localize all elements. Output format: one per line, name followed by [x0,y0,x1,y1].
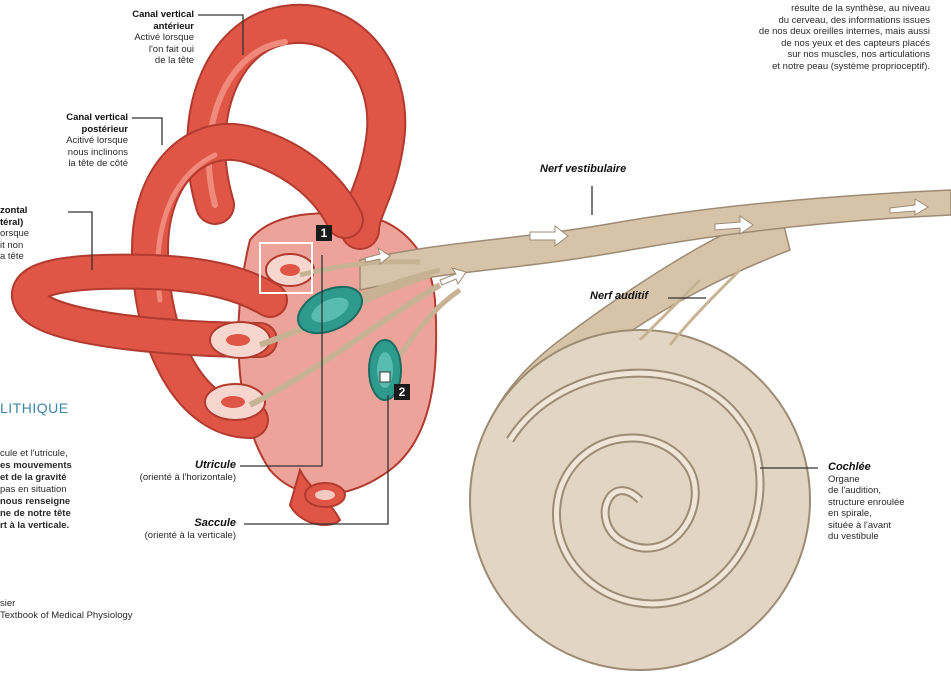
intro-line-3: de nos deux oreilles internes, mais auss… [690,26,930,38]
label-canal-horizontal: zontal téral) orsque it non a tête [0,205,64,263]
label-utricule: Utricule (orienté à l'horizontale) [100,460,236,483]
canal-anterieur-desc-1: Activé lorsque [80,32,194,44]
highlight-box-small [380,372,390,382]
canal-posterieur-title-1: Canal vertical [20,112,128,124]
intro-text: résulte de la synthèse, au niveau du cer… [690,3,930,72]
cochlee-desc-5: située à l'avant [828,520,948,532]
canal-anterieur-title-2: antérieur [80,21,194,33]
section-line-6: ne de notre tête [0,508,110,520]
cochlea-shape [470,210,810,670]
nerf-vestibulaire-title: Nerf vestibulaire [540,163,626,175]
intro-line-4: de nos yeux et des capteurs placés [690,38,930,50]
canal-posterieur-title-2: postérieur [20,124,128,136]
intro-line-1: résulte de la synthèse, au niveau [690,3,930,15]
canal-posterieur-desc-2: nous inclinons [20,147,128,159]
section-line-1: cule et l'utricule, [0,448,110,460]
canal-posterieur-desc-3: la tête de côté [20,158,128,170]
canal-horizontal-desc-2: it non [0,240,64,252]
utricule-title: Utricule [100,460,236,472]
label-canal-anterieur: Canal vertical antérieur Activé lorsque … [80,9,194,67]
canal-horizontal-title-1: zontal [0,205,64,217]
canal-anterieur-desc-3: de la tête [80,55,194,67]
cochlee-desc-1: Organe [828,474,948,486]
canal-horizontal-desc-1: orsque [0,228,64,240]
source-text: sier Textbook of Medical Physiology [0,598,200,622]
canal-anterieur-title-1: Canal vertical [80,9,194,21]
canal-posterieur-desc-1: Acitivé lorsque [20,135,128,147]
label-canal-posterieur: Canal vertical postérieur Acitivé lorsqu… [20,112,128,170]
intro-line-6: et notre peau (système proprioceptif). [690,61,930,73]
section-title: LITHIQUE [0,400,69,416]
cochlee-title: Cochlée [828,462,948,474]
marker-1: 1 [316,225,332,241]
section-line-7: rt à la verticale. [0,520,110,532]
saccule-desc: (orienté à la verticale) [100,530,236,542]
label-nerf-auditif: Nerf auditif [590,291,648,303]
section-line-2: es mouvements [0,460,110,472]
source-line-2: Textbook of Medical Physiology [0,610,200,622]
label-nerf-vestibulaire: Nerf vestibulaire [540,164,626,176]
label-saccule: Saccule (orienté à la verticale) [100,518,236,541]
section-text: cule et l'utricule, es mouvements et de … [0,448,110,532]
cochlee-desc-2: de l'audition, [828,485,948,497]
section-line-4: pas en situation [0,484,110,496]
canal-horizontal-title-2: téral) [0,217,64,229]
canal-anterieur-desc-2: l'on fait oui [80,44,194,56]
cochlee-desc-6: du vestibule [828,531,948,543]
utricule-desc: (orienté à l'horizontale) [100,472,236,484]
saccule-title: Saccule [100,518,236,530]
section-line-5: nous renseigne [0,496,110,508]
canal-horizontal-desc-3: a tête [0,251,64,263]
source-line-1: sier [0,598,200,610]
nerf-auditif-title: Nerf auditif [590,290,648,302]
intro-line-2: du cerveau, des informations issues [690,15,930,27]
intro-line-5: sur nos muscles, nos articulations [690,49,930,61]
label-cochlee: Cochlée Organe de l'audition, structure … [828,462,948,543]
cochlee-desc-4: en spirale, [828,508,948,520]
cochlee-desc-3: structure enroulée [828,497,948,509]
marker-2: 2 [394,384,410,400]
section-line-3: et de la gravité [0,472,110,484]
